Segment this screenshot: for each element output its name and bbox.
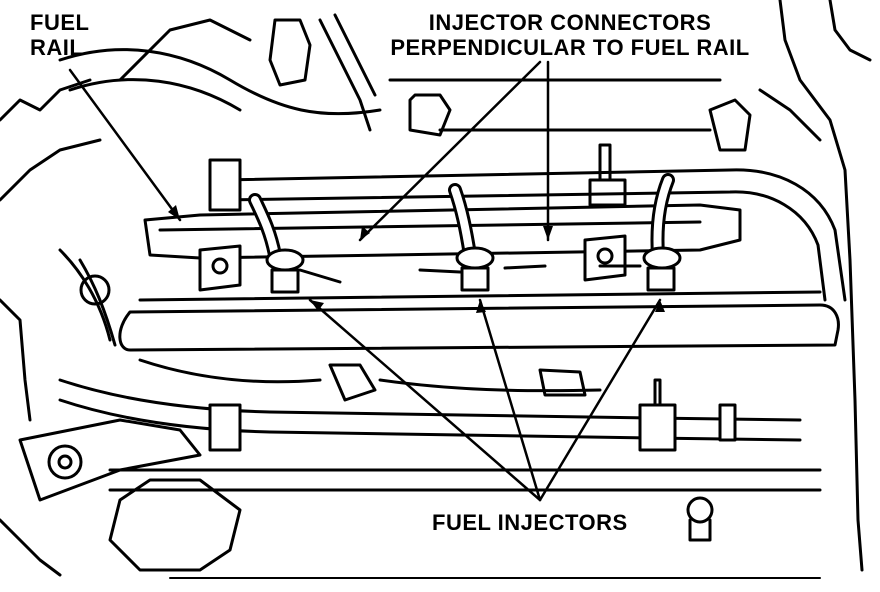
injector-hose-1 — [248, 193, 282, 262]
leader-lines — [68, 60, 662, 502]
valve-cover — [108, 468, 822, 579]
injector-connectors-label: INJECTOR CONNECTORS PERPENDICULAR TO FUE… — [360, 10, 780, 60]
left-bracket — [18, 248, 202, 502]
left-edge-frame — [0, 78, 102, 577]
fuel-rail-label: FUEL RAIL — [30, 10, 89, 60]
rail-bolt-right — [583, 234, 627, 282]
intake-plenum — [118, 290, 840, 352]
injector-3 — [642, 246, 682, 292]
lower-runners — [138, 358, 602, 402]
top-hoses — [58, 13, 752, 152]
fuel-injectors-label-text: FUEL INJECTORS — [432, 510, 628, 535]
arrowheads — [168, 205, 665, 313]
upper-fuel-rail — [208, 158, 847, 302]
rail-bolt-left — [198, 244, 242, 292]
fuel-rail-label-line1: FUEL — [30, 10, 90, 35]
rail-clip — [588, 143, 627, 207]
fuel-rail-label-line2: RAIL — [30, 35, 84, 60]
injector-2 — [455, 246, 495, 292]
right-edge-frame — [758, 0, 872, 572]
injector-1 — [265, 248, 305, 294]
lower-fuel-line — [58, 378, 802, 452]
fuel-injectors-label: FUEL INJECTORS — [432, 510, 628, 535]
injector-connectors-label-line1: INJECTOR CONNECTORS — [428, 10, 712, 35]
injector-connectors-label-line2: PERPENDICULAR TO FUEL RAIL — [390, 35, 750, 60]
